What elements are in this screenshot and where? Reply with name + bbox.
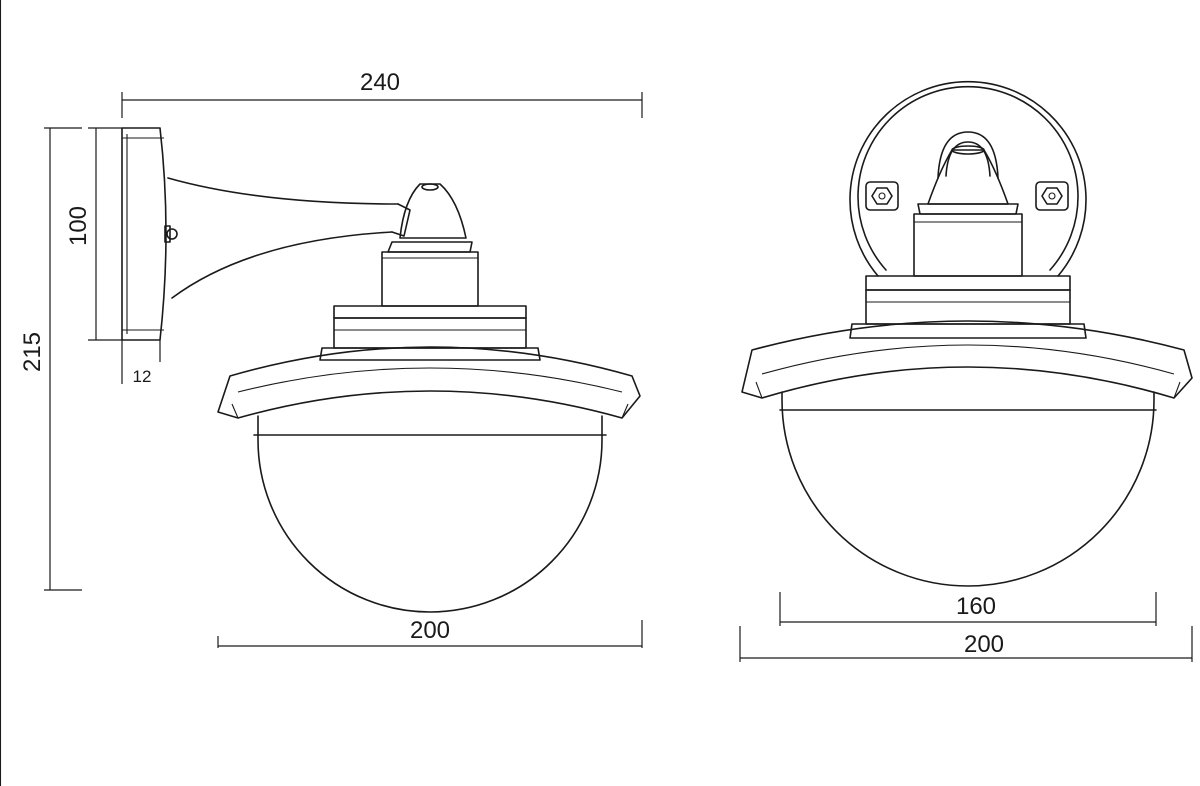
dimension-100: 100 (65, 127, 122, 341)
front-screw-right (1035, 181, 1069, 211)
front-fitter (849, 213, 1087, 339)
dimension-160-label: 160 (956, 593, 996, 620)
dimension-12-label: 12 (133, 367, 152, 386)
side-globe (253, 415, 607, 613)
side-wall-plate (121, 127, 178, 341)
dimension-160: 160 (779, 592, 1157, 626)
side-shade (217, 346, 641, 419)
front-screw-left (865, 181, 899, 211)
dimension-215-label: 215 (19, 332, 46, 372)
side-knob (387, 183, 473, 253)
dimension-12: 12 (121, 340, 161, 386)
side-fitter (319, 251, 541, 361)
front-knob (917, 131, 1019, 215)
front-globe (779, 391, 1157, 587)
dimension-200-side: 200 (217, 617, 643, 648)
dimension-215: 215 (19, 127, 82, 591)
dimension-200-front-label: 200 (964, 631, 1004, 658)
dimension-240-label: 240 (360, 69, 400, 96)
front-view (741, 80, 1193, 587)
dimension-200-front: 200 (739, 626, 1193, 662)
side-arm (167, 177, 411, 299)
dimension-240: 240 (121, 69, 643, 118)
dimension-100-label: 100 (65, 206, 92, 246)
side-view (121, 127, 641, 613)
dimension-200-side-label: 200 (410, 617, 450, 644)
front-wall-plate (849, 80, 1087, 277)
front-shade (741, 320, 1193, 399)
